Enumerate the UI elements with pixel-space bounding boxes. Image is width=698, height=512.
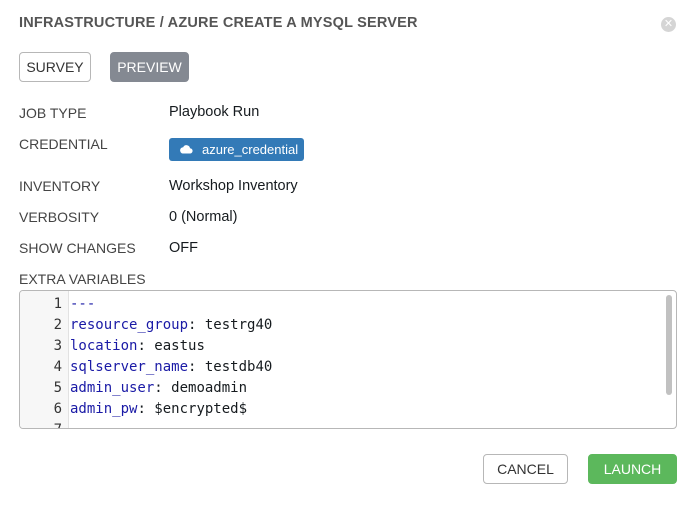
line-number: 5 bbox=[53, 380, 62, 396]
inventory-value: Workshop Inventory bbox=[169, 178, 298, 194]
extra-variables-editor[interactable]: 1 --- 2 resource_group: testrg40 3 locat… bbox=[19, 290, 677, 429]
yaml-key: sqlserver_name bbox=[70, 359, 189, 375]
launch-button[interactable]: LAUNCH bbox=[588, 454, 677, 484]
yaml-key: resource_group bbox=[70, 317, 189, 333]
line-number-gutter bbox=[20, 291, 69, 428]
cancel-button[interactable]: CANCEL bbox=[483, 454, 568, 484]
yaml-value: eastus bbox=[154, 338, 205, 354]
cloud-icon bbox=[180, 145, 193, 154]
inventory-label: INVENTORY bbox=[19, 178, 101, 194]
yaml-value: testrg40 bbox=[204, 317, 273, 333]
yaml-key: admin_user bbox=[70, 380, 155, 396]
show-changes-label: SHOW CHANGES bbox=[19, 240, 136, 256]
line-number: 1 bbox=[53, 296, 62, 312]
yaml-value: testdb40 bbox=[204, 359, 273, 375]
tab-preview[interactable]: PREVIEW bbox=[110, 52, 189, 82]
yaml-value: demoadmin bbox=[171, 380, 248, 396]
line-number: 4 bbox=[53, 359, 62, 375]
yaml-document-start: --- bbox=[70, 296, 96, 312]
job-type-label: JOB TYPE bbox=[19, 105, 87, 121]
tab-survey[interactable]: SURVEY bbox=[19, 52, 91, 82]
verbosity-value: 0 (Normal) bbox=[169, 209, 238, 225]
line-number: 3 bbox=[53, 338, 62, 354]
credential-value: azure_credential bbox=[202, 142, 299, 157]
show-changes-value: OFF bbox=[169, 240, 198, 256]
credential-badge: azure_credential bbox=[169, 138, 304, 161]
yaml-key: admin_pw bbox=[70, 401, 138, 417]
line-number: 6 bbox=[53, 401, 62, 417]
line-number: 2 bbox=[53, 317, 62, 333]
job-type-value: Playbook Run bbox=[169, 104, 260, 120]
yaml-key: location bbox=[70, 338, 138, 354]
yaml-value: $encrypted$ bbox=[154, 401, 248, 417]
editor-scrollbar[interactable] bbox=[666, 295, 672, 395]
credential-label: CREDENTIAL bbox=[19, 136, 108, 152]
line-number: 7 bbox=[20, 420, 62, 428]
close-icon[interactable]: ✕ bbox=[661, 17, 676, 32]
verbosity-label: VERBOSITY bbox=[19, 209, 100, 225]
extra-variables-label: EXTRA VARIABLES bbox=[19, 271, 146, 287]
modal-title: INFRASTRUCTURE / AZURE CREATE A MYSQL SE… bbox=[19, 15, 418, 31]
